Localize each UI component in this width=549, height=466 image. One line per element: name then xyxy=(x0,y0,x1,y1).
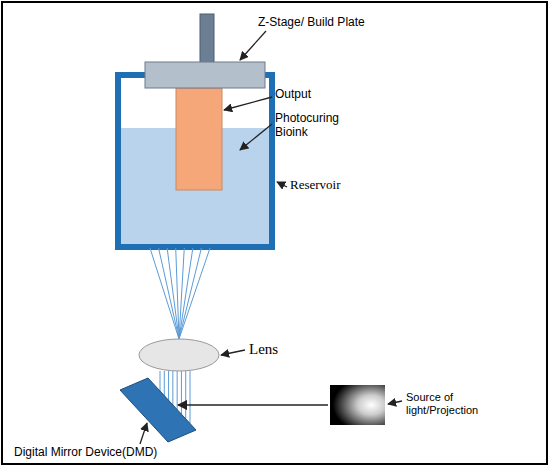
build-plate xyxy=(145,62,265,88)
part-label: Source of light/Projection xyxy=(406,391,516,416)
reservoir xyxy=(118,75,272,247)
dmd-mirror xyxy=(120,378,196,442)
light-beam xyxy=(185,371,186,419)
light-beam xyxy=(177,371,178,410)
light-beam xyxy=(164,371,165,396)
part-label: Photocuring Bioink xyxy=(275,112,355,140)
part-label: Lens xyxy=(249,341,278,358)
light-beam xyxy=(168,371,169,400)
light-beam xyxy=(179,248,193,339)
leader-line xyxy=(240,31,266,60)
light-path-arrow xyxy=(178,404,328,406)
part-label: Reservoir xyxy=(290,178,341,193)
light-beam xyxy=(179,248,201,339)
leader-line xyxy=(224,97,272,110)
light-beam xyxy=(172,371,173,405)
light-beam xyxy=(159,248,179,339)
leader-line xyxy=(240,124,272,150)
leader-line xyxy=(388,401,402,404)
leader-line xyxy=(277,182,287,187)
part-label: Digital Mirror Device(DMD) xyxy=(14,446,157,460)
part-label: Z-Stage/ Build Plate xyxy=(258,16,365,30)
light-beam xyxy=(167,248,179,339)
leader-line xyxy=(140,423,147,444)
lens xyxy=(139,339,219,371)
light-beam xyxy=(181,371,182,414)
output-part xyxy=(176,88,222,190)
light-source xyxy=(330,385,385,425)
light-beam xyxy=(190,371,191,424)
light-beam xyxy=(160,371,161,391)
light-beam xyxy=(179,248,210,339)
leader-line xyxy=(221,350,245,355)
part-label: Output xyxy=(275,88,311,102)
light-beam xyxy=(176,248,179,339)
light-beam xyxy=(150,248,179,339)
z-stage-rod xyxy=(200,14,214,64)
